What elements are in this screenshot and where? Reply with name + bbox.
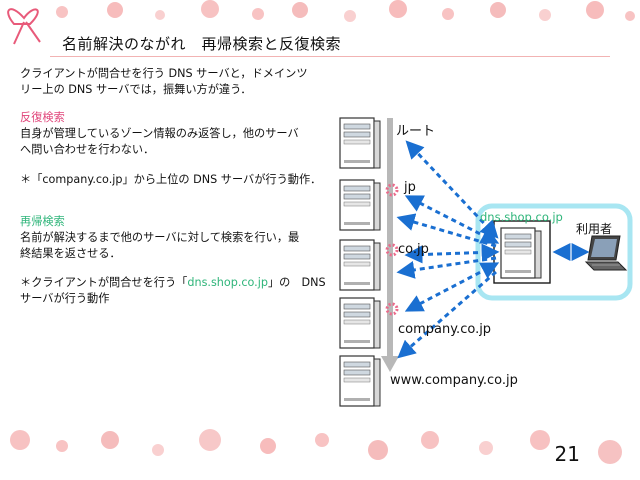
query-arrows bbox=[396, 140, 590, 359]
dns-server-icon bbox=[500, 227, 542, 279]
recursive-note-line-2: サーバが行う動作 bbox=[20, 292, 110, 305]
jp-server-icon bbox=[339, 179, 381, 231]
iterative-line-2: へ問い合わせを行わない． bbox=[20, 143, 155, 156]
root-server-icon bbox=[339, 117, 381, 169]
root-label: ルート bbox=[396, 124, 436, 139]
company-server-icon bbox=[339, 297, 381, 349]
recursive-note-pre: ＊クライアントが問合せを行う「 bbox=[20, 276, 188, 289]
iterative-line-1: 自身が管理しているゾーン情報のみ返答し，他のサーバ bbox=[20, 127, 299, 140]
page-number: 21 bbox=[554, 442, 580, 466]
title-divider bbox=[50, 56, 610, 57]
iterative-heading: 反復検索 bbox=[20, 111, 65, 124]
intro-line-2: リー上の DNS サーバでは，振舞い方が違う． bbox=[20, 83, 252, 96]
dns-label: dns.shop.co.jp bbox=[480, 210, 563, 224]
ribbon-icon bbox=[7, 8, 41, 45]
top-dots bbox=[56, 0, 635, 22]
intro-text: クライアントが問合せを行う DNS サーバと，ドメインツ リー上の DNS サー… bbox=[20, 66, 308, 98]
recursive-note-dns: dns.shop.co.jp bbox=[187, 276, 268, 289]
recursive-note-post: 」の DNS bbox=[267, 276, 326, 289]
recursive-line-1: 名前が解決するまで他のサーバに対して検索を行い，最 bbox=[20, 231, 300, 244]
laptop-icon bbox=[584, 235, 628, 271]
www-server-icon bbox=[339, 355, 381, 407]
company-label: company.co.jp bbox=[398, 322, 492, 337]
recursive-section: 再帰検索 名前が解決するまで他のサーバに対して検索を行い，最 終結果を返させる． bbox=[20, 214, 299, 262]
recursive-line-2: 終結果を返させる． bbox=[20, 247, 121, 260]
user-label: 利用者 bbox=[576, 222, 613, 236]
page-title: 名前解決のながれ 再帰検索と反復検索 bbox=[62, 35, 342, 53]
intro-line-1: クライアントが問合せを行う DNS サーバと，ドメインツ bbox=[20, 67, 308, 80]
recursive-heading: 再帰検索 bbox=[20, 215, 65, 228]
recursive-note: ＊クライアントが問合せを行う「dns.shop.co.jp」の DNS サーバが… bbox=[20, 275, 326, 307]
sparkle-markers bbox=[385, 183, 399, 316]
cojp-server-icon bbox=[339, 239, 381, 291]
cojp-label: co.jp bbox=[398, 242, 429, 257]
bottom-dots bbox=[10, 429, 622, 464]
iterative-section: 反復検索 自身が管理しているゾーン情報のみ返答し，他のサーバ へ問い合わせを行わ… bbox=[20, 110, 299, 158]
jp-label: jp bbox=[404, 180, 416, 195]
www-label: www.company.co.jp bbox=[390, 373, 518, 388]
iterative-note: ＊「company.co.jp」から上位の DNS サーバが行う動作． bbox=[20, 173, 322, 186]
hierarchy-arrow bbox=[381, 118, 399, 372]
